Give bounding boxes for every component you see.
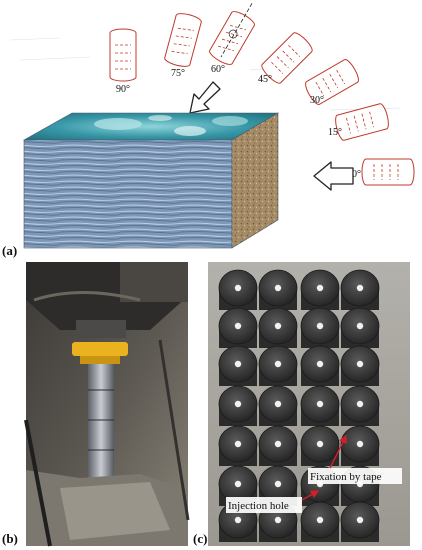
rock-sample — [300, 425, 340, 466]
rock-sample — [300, 345, 340, 386]
angle-label-60: 60° — [211, 64, 225, 75]
hollow-arrow-side — [313, 161, 354, 191]
injection-hole — [234, 400, 242, 408]
injection-hole — [274, 360, 282, 368]
core-0 — [361, 158, 415, 186]
rock-sample — [258, 425, 298, 466]
rock-sample — [340, 307, 380, 348]
fixation-label: Fixation by tape — [310, 471, 382, 483]
injection-hole — [234, 322, 242, 330]
injection-hole — [316, 360, 324, 368]
rock-sample — [300, 385, 340, 426]
angle-label-15: 15° — [328, 127, 342, 138]
fixation-label-box — [308, 468, 402, 484]
injection-hole — [234, 516, 242, 524]
angle-label-45: 45° — [258, 74, 272, 85]
rock-sample — [218, 307, 258, 348]
rock-sample — [258, 345, 298, 386]
panel-b: (b) — [2, 262, 190, 547]
rock-sample — [300, 307, 340, 348]
injection-hole — [274, 284, 282, 292]
rock-sample — [218, 425, 258, 466]
injection-label: Injection hole — [228, 500, 289, 512]
rock-sample — [340, 269, 380, 310]
injection-hole — [356, 360, 364, 368]
injection-hole — [234, 480, 242, 488]
injection-label-box — [226, 497, 302, 513]
rock-sample — [218, 385, 258, 426]
rock-block-side-face — [231, 112, 279, 249]
injection-hole — [316, 516, 324, 524]
rock-sample — [258, 307, 298, 348]
rock-sample — [300, 269, 340, 310]
rock-sample — [300, 501, 340, 542]
injection-hole — [356, 400, 364, 408]
rock-block — [22, 112, 280, 249]
rock-sample — [340, 385, 380, 426]
drilling-photo — [24, 262, 190, 547]
injection-hole — [356, 516, 364, 524]
fixation-arrow — [329, 434, 347, 469]
core-30 — [305, 59, 359, 105]
injection-hole — [274, 400, 282, 408]
rock-sample — [218, 269, 258, 310]
injection-hole — [234, 440, 242, 448]
core-drill-bit — [88, 364, 114, 482]
injection-hole — [356, 322, 364, 330]
injection-hole — [274, 480, 282, 488]
rock-sample — [218, 345, 258, 386]
yellow-collar — [72, 342, 128, 356]
injection-hole — [316, 400, 324, 408]
panel-a: 90° 75° 60° 45° 30° 15° 0° (a) — [2, 3, 415, 258]
rock-sample — [340, 425, 380, 466]
injection-hole — [274, 516, 282, 524]
injection-hole — [274, 440, 282, 448]
core-60 — [209, 3, 255, 65]
angle-label-0: 0° — [352, 169, 361, 180]
injection-hole — [316, 322, 324, 330]
core-90 — [109, 28, 137, 82]
injection-hole — [316, 284, 324, 292]
panel-b-label: (b) — [2, 531, 18, 546]
injection-hole — [234, 284, 242, 292]
rock-sample — [258, 269, 298, 310]
core-15 — [335, 103, 389, 141]
injection-hole — [356, 284, 364, 292]
panel-c-label: (c) — [193, 531, 207, 546]
angle-label-75: 75° — [171, 68, 185, 79]
core-45 — [261, 32, 313, 84]
angle-label-90: 90° — [116, 84, 130, 95]
rock-sample — [340, 501, 380, 542]
injection-hole — [234, 360, 242, 368]
injection-hole — [356, 440, 364, 448]
angle-label-30: 30° — [310, 95, 324, 106]
panel-a-label: (a) — [2, 243, 17, 258]
injection-arrow — [301, 490, 320, 501]
injection-hole — [316, 440, 324, 448]
rock-sample — [258, 385, 298, 426]
rock-sample — [340, 345, 380, 386]
hollow-arrow-top — [189, 81, 221, 114]
panel-c: Fixation by tape Injection hole (c) — [193, 262, 410, 546]
rock-block-front-face — [23, 139, 233, 249]
core-75 — [164, 13, 202, 67]
injection-hole — [274, 322, 282, 330]
